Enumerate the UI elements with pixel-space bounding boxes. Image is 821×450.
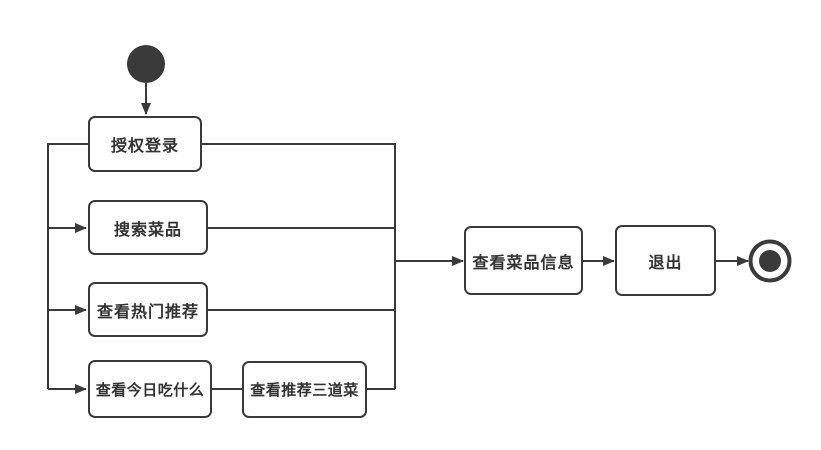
activity-box-today-what-to-eat[interactable]: 查看今日吃什么 <box>88 360 212 418</box>
activity-box-authorize-login[interactable]: 授权登录 <box>88 116 202 172</box>
activity-label: 查看推荐三道菜 <box>250 381 359 399</box>
activity-box-recommended-three-dishes[interactable]: 查看推荐三道菜 <box>242 361 367 418</box>
start-node[interactable] <box>127 45 165 83</box>
activity-box-exit[interactable]: 退出 <box>615 225 716 296</box>
end-node[interactable] <box>748 239 792 283</box>
activity-label: 查看今日吃什么 <box>95 380 205 399</box>
edge-authorize-login-to-right-rail <box>202 143 396 389</box>
activity-label: 退出 <box>648 252 683 272</box>
activity-box-hot-recommendations[interactable]: 查看热门推荐 <box>88 282 208 337</box>
activity-label: 查看热门推荐 <box>96 301 199 321</box>
activity-box-search-dishes[interactable]: 搜索菜品 <box>88 200 208 255</box>
activity-label: 授权登录 <box>110 136 179 155</box>
edge-left-rail <box>47 143 88 389</box>
activity-box-view-dish-info[interactable]: 查看菜品信息 <box>464 226 583 295</box>
activity-label: 查看菜品信息 <box>472 252 575 272</box>
activity-label: 搜索菜品 <box>113 219 182 239</box>
